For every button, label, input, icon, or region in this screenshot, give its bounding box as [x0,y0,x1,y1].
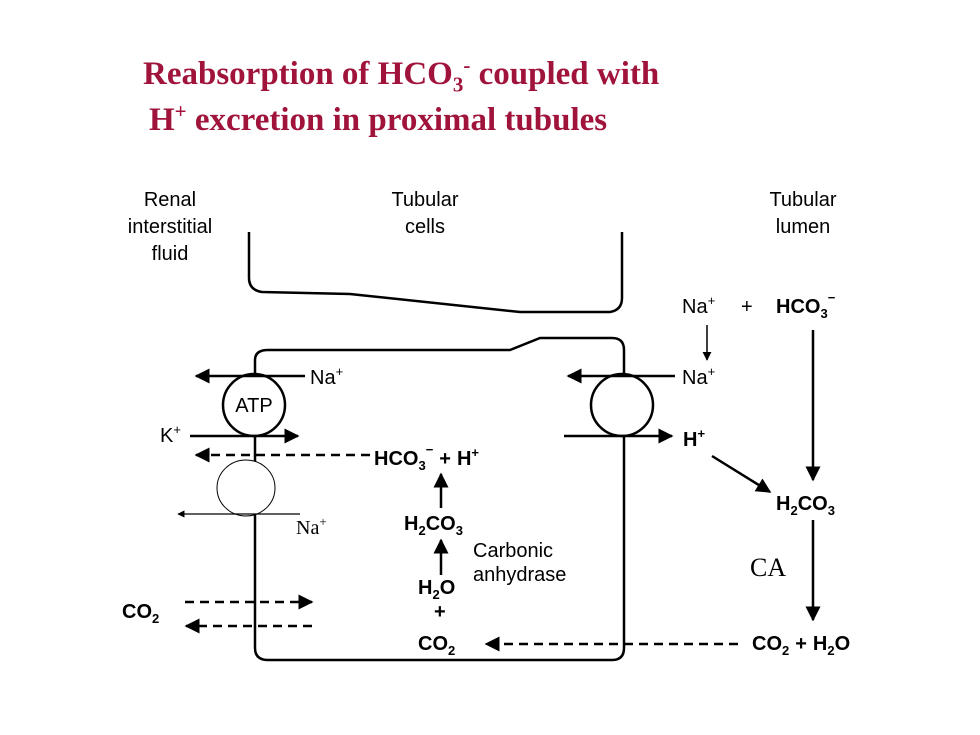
plus-lumen: + [741,296,753,318]
atp-label: ATP [235,395,272,417]
header-interstitial: Renal interstitial fluid [128,189,212,265]
svg-text:cells: cells [405,216,445,238]
svg-text:Tubular: Tubular [391,189,458,211]
svg-text:lumen: lumen [776,216,830,238]
co2-h2o-lumen: CO2+H2O [752,633,850,658]
h-lumen: H+ [683,426,705,451]
svg-text:Renal: Renal [144,189,196,211]
plus-cell: + [434,601,446,623]
na-lumen-top: Na+ [682,293,715,318]
carbonic-label: Carbonic [473,540,553,562]
na-label-cotransport: Na+ [296,514,327,539]
arrow-h-to-h2co3 [711,454,772,494]
hco3-lumen: HCO3− [776,290,836,321]
header-tubular-cells: Tubular cells [391,189,458,238]
main-cell-outline [253,336,626,662]
na-h-exchanger [589,372,655,438]
upper-cell-outline [247,232,624,314]
h2co3-cell: H2CO3 [404,513,463,538]
slide-title-line2: H+ excretion in proximal tubules [149,99,608,138]
svg-text:Tubular: Tubular [769,189,836,211]
anhydrase-label: anhydrase [473,564,566,586]
svg-text:fluid: fluid [152,243,189,265]
na-bicarbonate-cotransporter [216,459,276,517]
hco3-h-cell: HCO3−+H+ [374,442,479,473]
header-tubular-lumen: Tubular lumen [769,189,836,238]
h2o-cell: H2O [418,577,455,602]
ca-label: CA [750,553,786,582]
na-label-apical: Na+ [682,364,715,389]
k-label: K+ [160,422,181,447]
h2co3-lumen: H2CO3 [776,493,835,518]
co2-interstitial: CO2 [122,601,159,626]
svg-text:interstitial: interstitial [128,216,212,238]
na-label-basolateral: Na+ [310,364,343,389]
slide-title-line1: Reabsorption of HCO3- coupled with [143,53,660,97]
co2-cell: CO2 [418,633,455,658]
